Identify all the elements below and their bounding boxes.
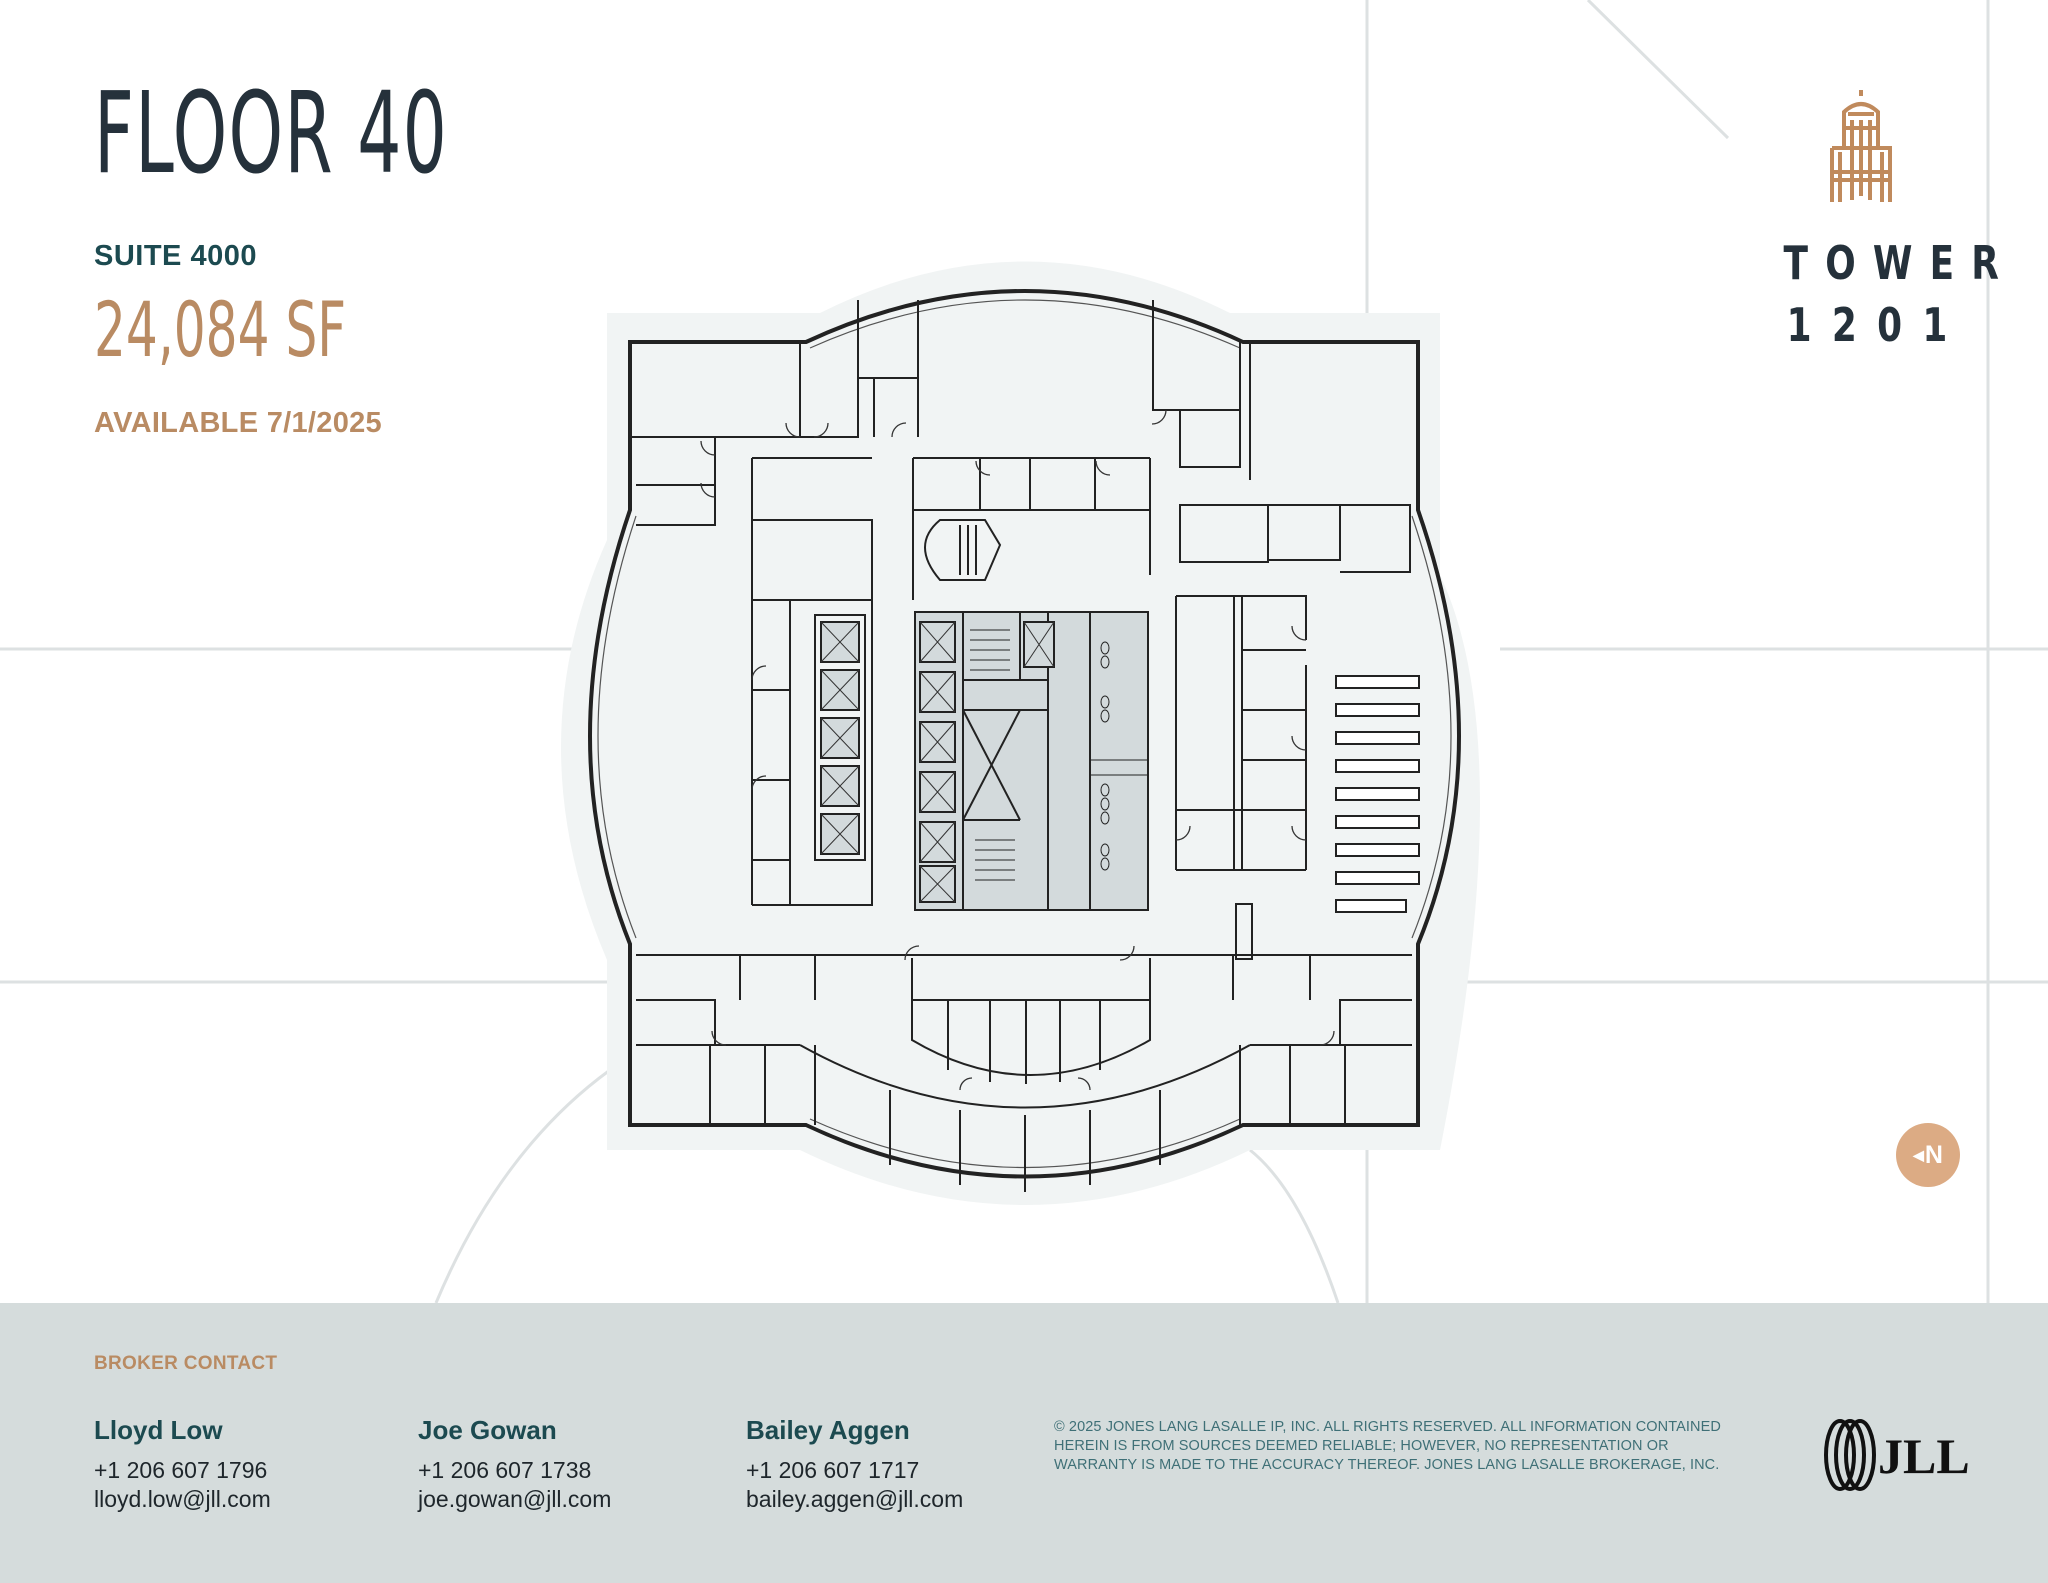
- north-arrow-icon: ◀: [1913, 1146, 1924, 1163]
- contact-card: Lloyd Low +1 206 607 1796 lloyd.low@jll.…: [94, 1415, 271, 1514]
- contact-email[interactable]: joe.gowan@jll.com: [418, 1486, 612, 1512]
- page-title: FLOOR 40: [94, 69, 449, 199]
- workstation-group: [1335, 675, 1420, 913]
- svg-text:JLL: JLL: [1878, 1428, 1970, 1484]
- contact-card: Bailey Aggen +1 206 607 1717 bailey.agge…: [746, 1415, 963, 1514]
- legal-disclaimer: © 2025 Jones Lang LaSalle IP, Inc. All r…: [1054, 1419, 1721, 1473]
- north-label: N: [1924, 1140, 1943, 1169]
- footer: BROKER CONTACT Lloyd Low +1 206 607 1796…: [0, 1303, 2048, 1583]
- tower-building-icon: [1830, 90, 1892, 202]
- contact-phone[interactable]: +1 206 607 1717: [746, 1457, 920, 1483]
- brand-name-line2: 1201: [1786, 298, 1968, 352]
- jll-logo-icon: JLL: [1824, 1419, 1970, 1491]
- contact-email[interactable]: bailey.aggen@jll.com: [746, 1486, 964, 1512]
- floor-plan: [561, 261, 1480, 1205]
- square-footage: 24,084 SF: [94, 285, 347, 374]
- broker-contact-heading: BROKER CONTACT: [94, 1353, 278, 1374]
- brand-name-line1: TOWER: [1783, 236, 2017, 290]
- availability-date: AVAILABLE 7/1/2025: [94, 407, 382, 439]
- contact-name: Joe Gowan: [418, 1415, 557, 1445]
- contact-phone[interactable]: +1 206 607 1796: [94, 1457, 268, 1483]
- contact-card: Joe Gowan +1 206 607 1738 joe.gowan@jll.…: [418, 1415, 611, 1514]
- north-indicator: ◀ N: [1896, 1123, 1960, 1187]
- contact-name: Lloyd Low: [94, 1415, 223, 1445]
- contact-phone[interactable]: +1 206 607 1738: [418, 1457, 592, 1483]
- suite-number: SUITE 4000: [94, 240, 257, 272]
- contact-name: Bailey Aggen: [746, 1415, 910, 1445]
- contact-email[interactable]: lloyd.low@jll.com: [94, 1486, 271, 1512]
- tower-1201-brand: TOWER 1201: [1740, 88, 2017, 368]
